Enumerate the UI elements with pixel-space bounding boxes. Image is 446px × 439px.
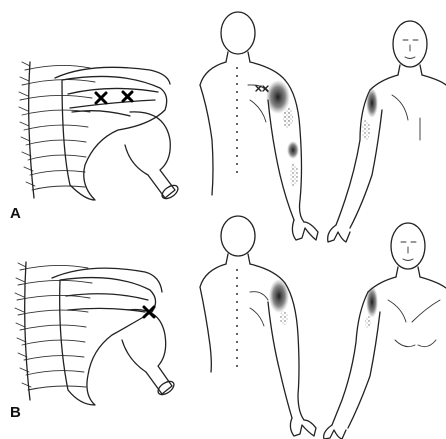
panel-label-a: A: [10, 205, 21, 222]
panel-b: B: [10, 216, 446, 439]
front-figure-a: [328, 21, 446, 242]
trigger-point-icon: [123, 92, 132, 101]
panel-label-b: B: [10, 404, 21, 421]
panel-a: A: [10, 12, 446, 242]
scapula-drawing-b: [15, 262, 176, 405]
back-figure-b: [200, 216, 316, 436]
trigger-point-icon: [96, 93, 106, 103]
front-figure-b: [324, 223, 446, 439]
back-figure-a: [200, 12, 318, 240]
scapula-drawing-a: [19, 62, 180, 201]
